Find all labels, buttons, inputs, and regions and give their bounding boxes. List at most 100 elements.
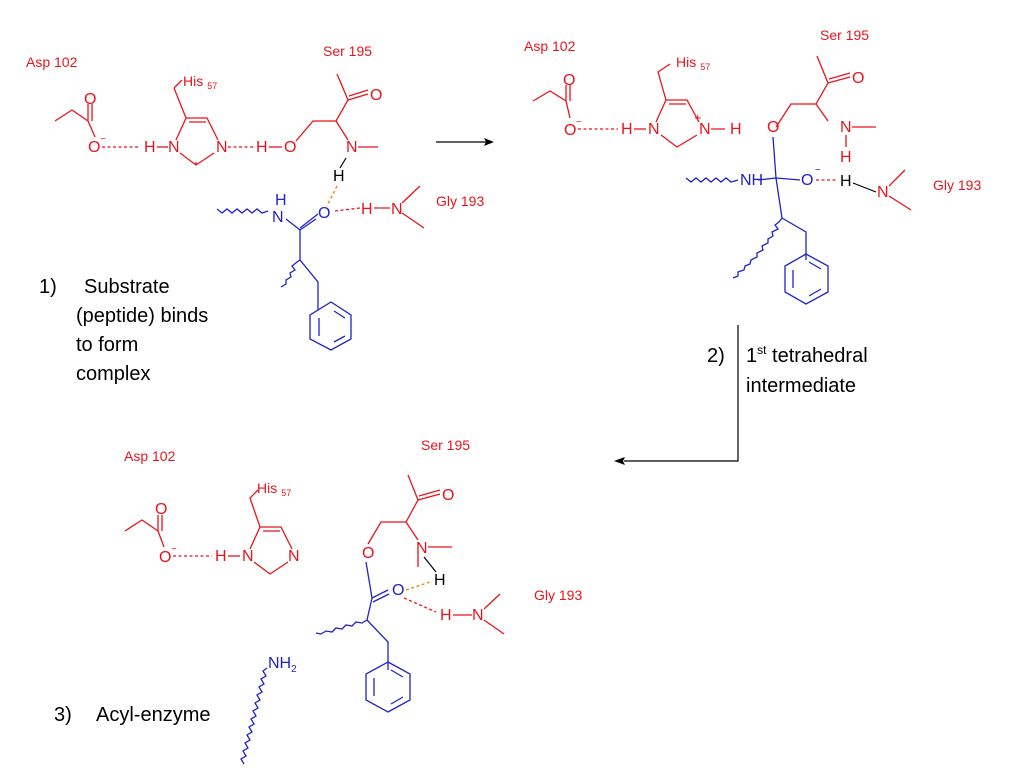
step1-line2: (peptide) binds [76,305,208,327]
his-n3-atom-3: N [288,548,300,565]
asp-oxygen-anion-3: O [159,549,171,566]
step1-line3: to form [76,334,138,356]
gly-bonds [374,185,425,229]
oxyanion-hbond-gly [334,207,361,212]
ser-carbonyl-oxygen-2: O [852,70,864,87]
ser-oxygen-3: O [362,545,374,562]
gly-h-atom-3: H [440,607,452,624]
step2-line1: 1st tetrahedral [746,343,868,367]
asp-carbonyl-oxygen: O [84,91,96,108]
oxyanion-o-2: O [801,172,813,189]
gly193-label-2: Gly 193 [933,177,981,193]
ser-carbonyl-oxygen: O [370,87,382,104]
acyl-wavy-bond [315,619,368,635]
ser-carbonyl-oxygen-3: O [442,487,454,504]
substrate-chain-bonds [216,208,319,310]
acyl-bonds [365,561,390,670]
his-ring-bonds [173,79,219,166]
ser-amide-h-3: H [434,572,446,589]
oxyanion-hbond-ser-3 [405,581,431,591]
his-nh-hydrogen: H [730,121,742,138]
ser195-label: Ser 195 [323,43,372,59]
ser-backbone-bonds-2 [775,55,851,128]
his-n1-atom-2: N [648,121,660,138]
his-ring-bonds-2 [655,63,725,148]
tetrahedral-center-bonds [732,136,807,279]
asp102-label: Asp 102 [26,54,78,70]
his-h-atom: H [144,139,156,156]
asp-carboxylate-bonds-3 [124,515,165,548]
step1-line4: complex [76,363,150,385]
arrow-step1-to-step2 [436,138,494,146]
ser-amide-n-3: N [416,540,428,557]
gly-n-atom-3: N [472,607,484,624]
oxyanion-minus-2: − [815,165,821,176]
gly-n-atom: N [391,201,403,218]
leaving-amine-nh2: NH2 [268,655,297,675]
asp-carboxylate-bonds-2 [532,85,571,119]
arrow-step2-to-step3 [614,325,739,465]
step1-line1: Substrate [84,276,170,298]
substrate-wavy-bond-2 [685,177,739,183]
asp-oxygen-anion: O [88,139,100,156]
ser195-label-3: Ser 195 [421,437,470,453]
substrate-carbonyl-o: O [318,205,330,222]
his-h-atom-2: H [621,121,633,138]
substrate-phenyl-ring [309,301,352,351]
substrate-n-atom: N [272,209,284,226]
ser-backbone-bonds [295,73,378,148]
asp-carbonyl-oxygen-3: O [155,501,167,518]
step3-number: 3) [54,704,72,726]
gly193-label: Gly 193 [436,193,484,209]
gly-bonds-3 [453,593,505,635]
ser195-label-2: Ser 195 [820,27,869,43]
ser-amide-n: N [346,139,358,156]
asp102-label-3: Asp 102 [124,448,176,464]
substrate-h-atom: H [275,192,287,209]
ser-amide-n-2: N [840,119,852,136]
step2-number: 2) [707,345,725,367]
his-n3-atom-2: N [699,121,711,138]
substrate-phenyl-ring-2 [784,253,829,305]
his-h-atom-3: H [215,548,227,565]
step2-line2: intermediate [746,375,856,397]
oxyanion-hbond-gly-3 [403,597,437,613]
ser-oxygen-2: O [767,119,779,136]
asp-minus-charge: − [100,134,106,145]
asp102-label-2: Asp 102 [524,38,576,54]
substrate-nh-2: NH [740,172,763,189]
his-ring-bonds-3 [249,489,293,575]
oxyanion-hbond-ser [326,185,338,207]
leaving-amine-chain [240,667,268,765]
acyl-carbonyl-o: O [392,582,404,599]
asp-carboxylate-bonds [54,104,96,138]
his-n1-atom-3: N [242,548,254,565]
his-n1-atom: N [168,139,180,156]
ser-h-atom: H [256,139,268,156]
asp-carbonyl-oxygen-2: O [563,72,575,89]
his-plus-charge: + [694,110,702,125]
ser-oxygen: O [284,139,296,156]
gly-h-atom-2: H [840,173,852,190]
gly-bonds-2 [888,169,912,211]
gly193-label-3: Gly 193 [534,587,582,603]
step3-label: Acyl-enzyme [96,704,210,726]
ser-amide-h-2: H [840,149,852,166]
ser-amide-h: H [333,168,345,185]
substrate-phenyl-ring-3 [365,661,411,713]
ser-backbone-bonds-3 [367,474,452,567]
asp-minus-charge-3: − [171,544,177,555]
step1-number: 1) [39,276,57,298]
gly-n-atom-2: N [877,184,889,201]
gly-h-atom: H [361,201,373,218]
his-n3-atom: N [216,139,228,156]
asp-minus-charge-2: − [576,117,582,128]
asp-oxygen-anion-2: O [564,122,576,139]
